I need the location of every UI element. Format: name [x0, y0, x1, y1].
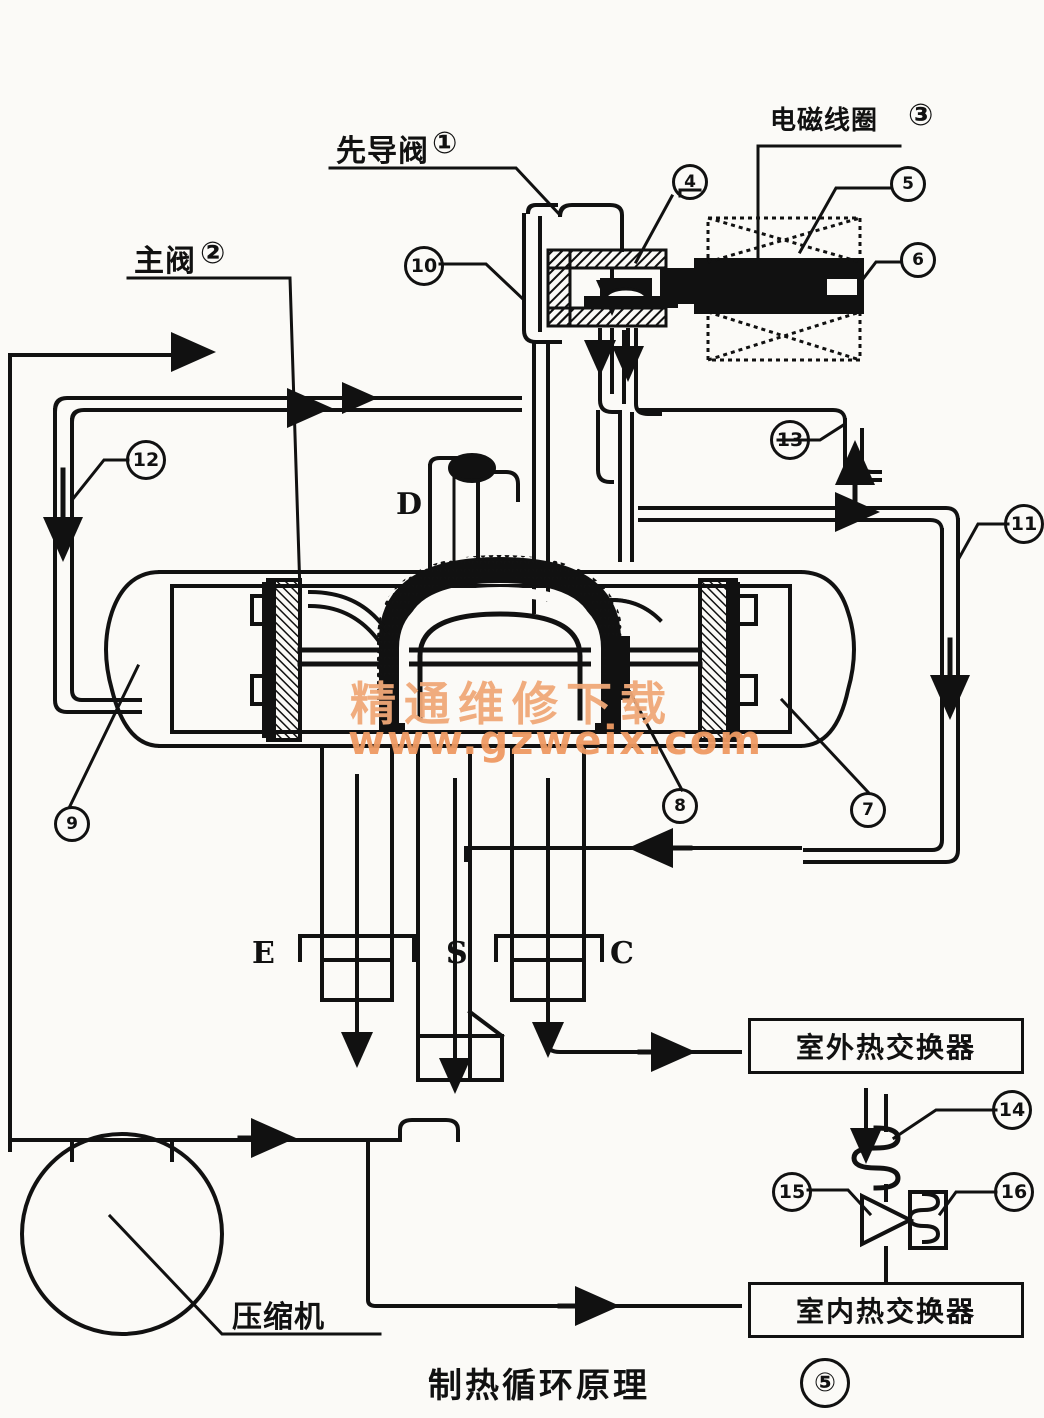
port-label-s: S — [446, 936, 468, 971]
callout-10: 10 — [404, 246, 444, 286]
pilot-valve-number: ① — [432, 126, 458, 161]
callout-8: 8 — [662, 788, 698, 824]
main-valve-label: 主阀 — [134, 244, 196, 279]
callout-4: 4 — [672, 164, 708, 200]
callout-16: 16 — [994, 1172, 1034, 1212]
callout-13: 13 — [770, 420, 810, 460]
port-label-c: C — [610, 936, 634, 971]
solenoid-coil-label: 电磁线圈 — [770, 106, 879, 136]
indoor-heat-exchanger-box: 室内热交换器 — [748, 1282, 1024, 1338]
callout-14: 14 — [992, 1090, 1032, 1130]
pilot-valve-label: 先导阀 — [336, 134, 429, 169]
slider-seal-dots — [377, 554, 623, 700]
callout-11: 11 — [1004, 504, 1044, 544]
port-label-e: E — [252, 936, 275, 971]
figure-caption: 制热循环原理 — [428, 1366, 650, 1406]
callout-5: 5 — [890, 166, 926, 202]
solenoid-coil-number: ③ — [908, 98, 934, 133]
outdoor-heat-exchanger-box: 室外热交换器 — [748, 1018, 1024, 1074]
compressor-label: 压缩机 — [232, 1300, 325, 1335]
coil-bracket-outline — [706, 216, 862, 362]
pilot-valve-hatch-bottom — [546, 306, 668, 328]
figure-number: ⑤ — [800, 1358, 850, 1408]
callout-6: 6 — [900, 242, 936, 278]
port-label-d: D — [396, 487, 423, 522]
callout-7: 7 — [850, 792, 886, 828]
callout-15: 15 — [772, 1172, 812, 1212]
main-valve-number: ② — [200, 236, 226, 271]
callout-9: 9 — [54, 806, 90, 842]
callout-12: 12 — [126, 440, 166, 480]
